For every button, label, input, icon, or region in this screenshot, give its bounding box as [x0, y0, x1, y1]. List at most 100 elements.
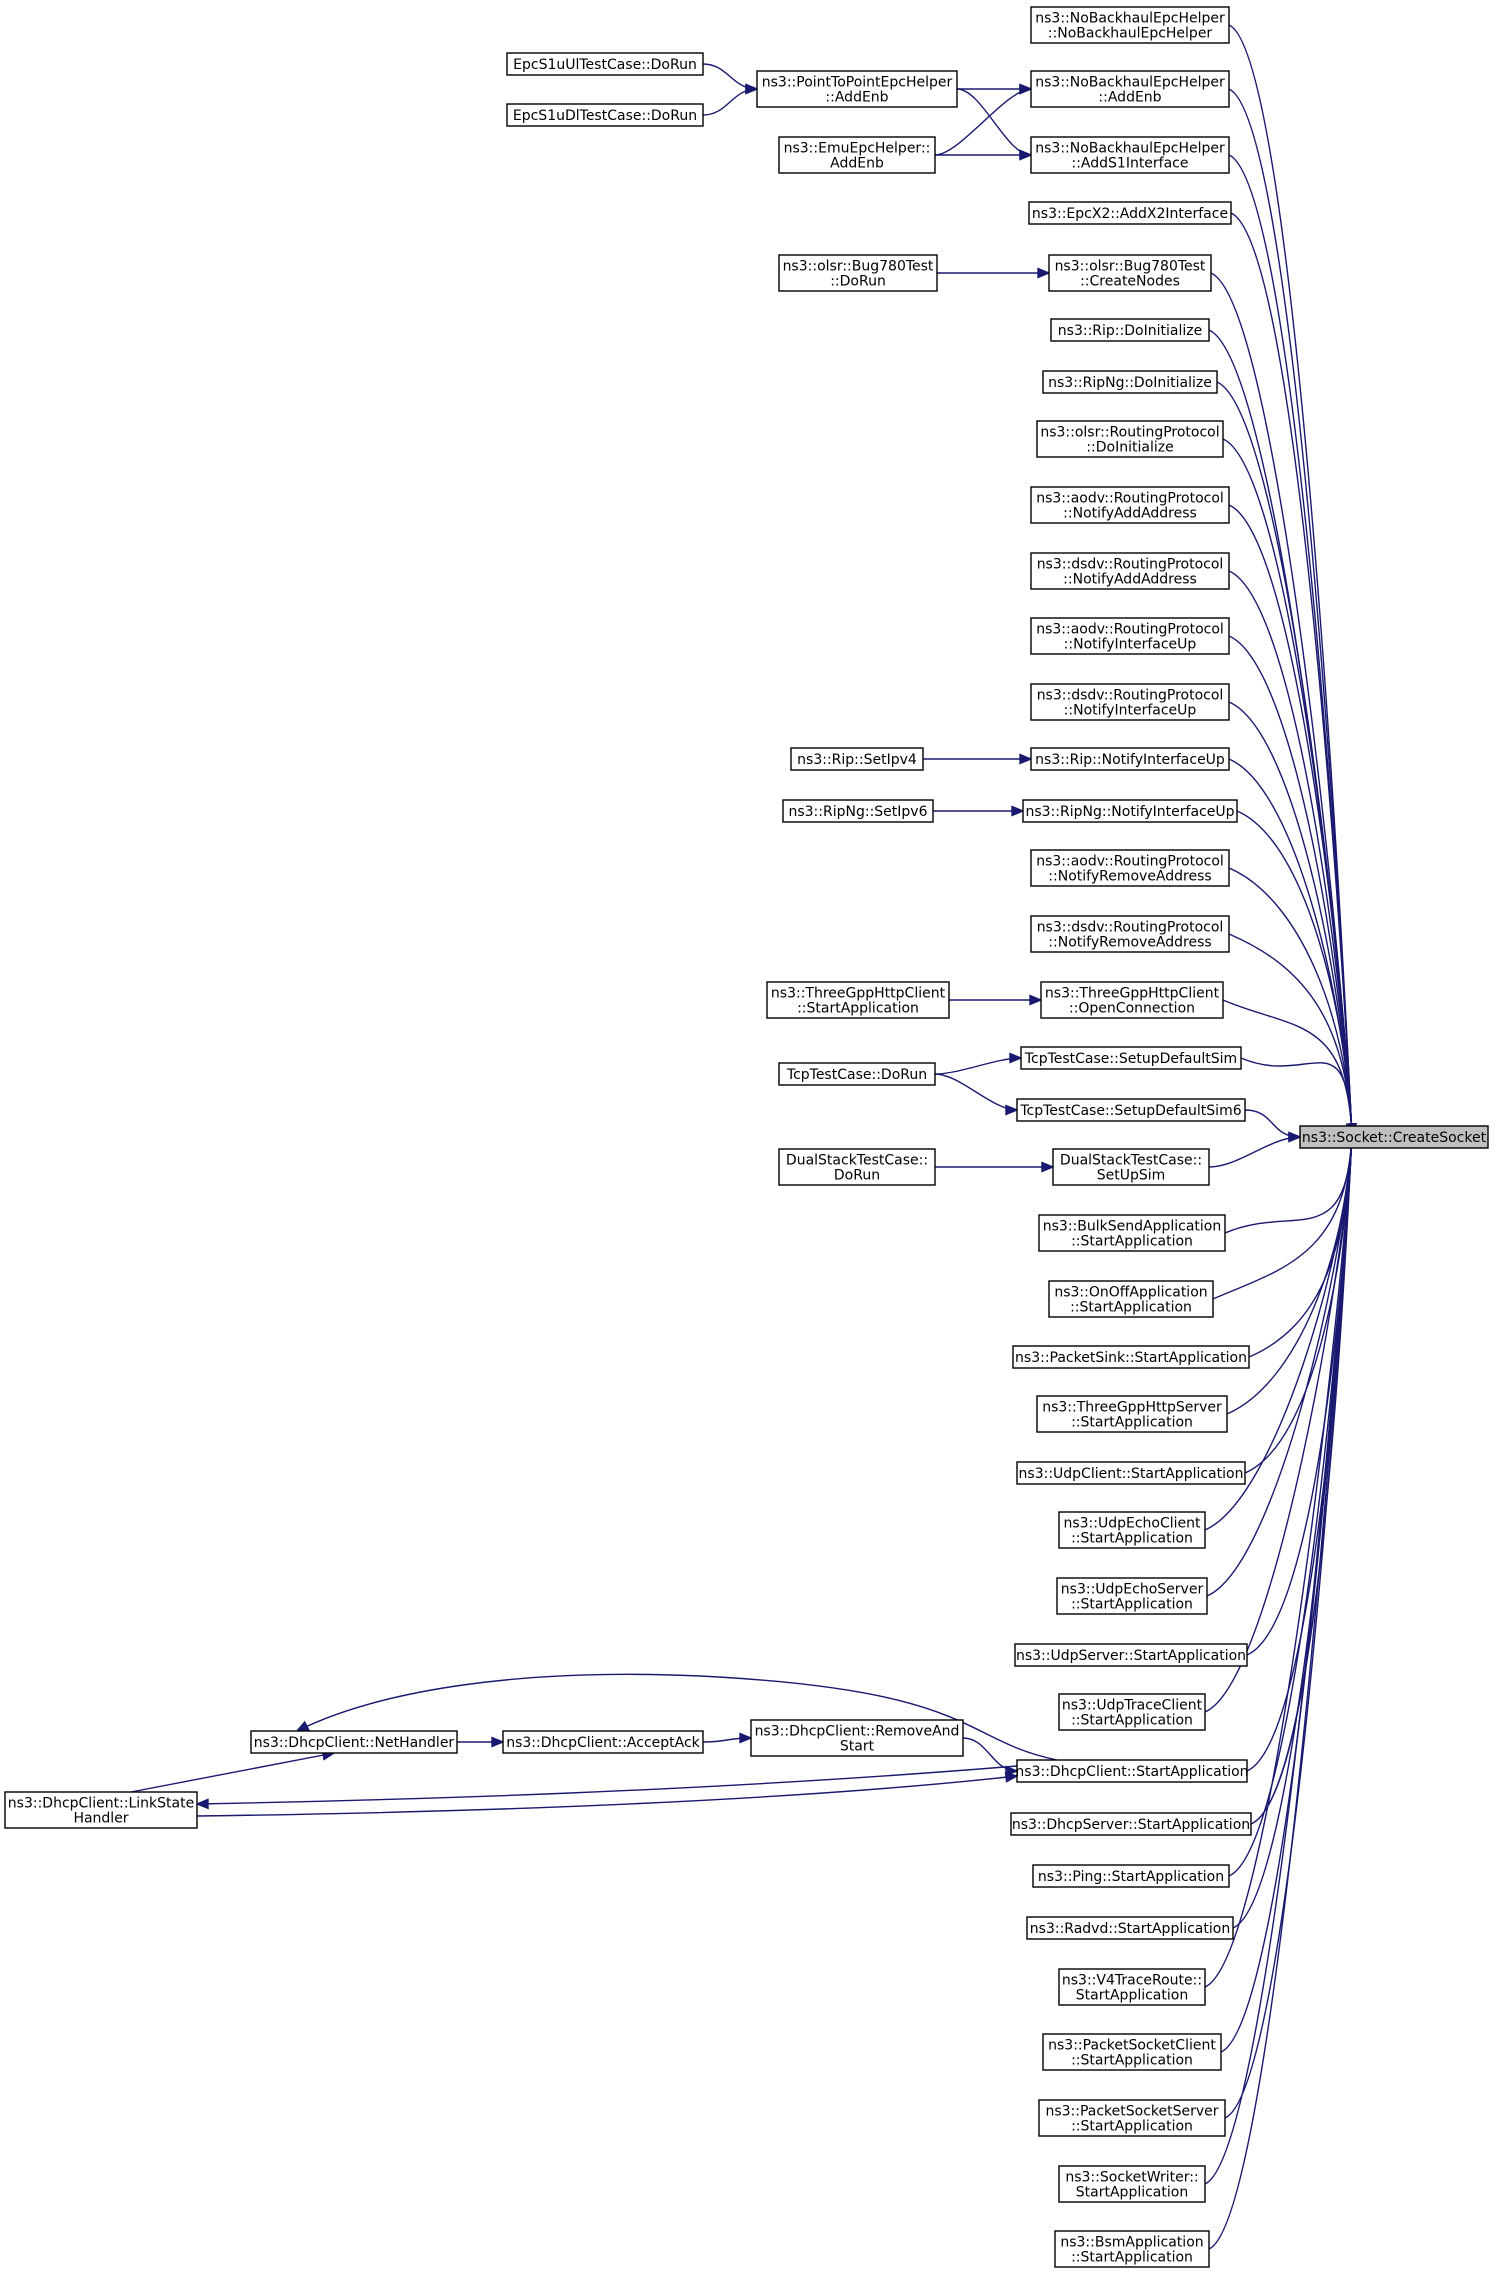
edge-path	[130, 1752, 335, 1793]
node-target[interactable]: ns3::Socket::CreateSocket	[1299, 1125, 1489, 1149]
node-udptrace[interactable]: ns3::UdpTraceClient::StartApplication	[1058, 1693, 1206, 1731]
edge-dhcpclient_start-to-dhcp_link	[195, 1765, 1018, 1810]
node-tcp_sim6[interactable]: TcpTestCase::SetupDefaultSim6	[1016, 1098, 1246, 1122]
node-echoclient[interactable]: ns3::UdpEchoClient::StartApplication	[1058, 1511, 1206, 1549]
node-label: ns3::olsr::Bug780Test	[783, 259, 934, 275]
node-ripng_init[interactable]: ns3::RipNg::DoInitialize	[1042, 370, 1218, 394]
node-box	[1299, 1125, 1489, 1149]
node-label: ::StartApplication	[1071, 2119, 1193, 2135]
node-ripng_up[interactable]: ns3::RipNg::NotifyInterfaceUp	[1022, 799, 1238, 823]
node-psclient[interactable]: ns3::PacketSocketClient::StartApplicatio…	[1042, 2033, 1222, 2071]
node-udpclient[interactable]: ns3::UdpClient::StartApplication	[1016, 1461, 1246, 1485]
node-box	[1038, 2099, 1226, 2137]
node-nb_helper[interactable]: ns3::NoBackhaulEpcHelper::NoBackhaulEpcH…	[1030, 6, 1230, 44]
node-p2p_addenb[interactable]: ns3::PointToPointEpcHelper::AddEnb	[756, 70, 958, 108]
node-aodv_add[interactable]: ns3::aodv::RoutingProtocol::NotifyAddAdd…	[1030, 486, 1230, 524]
node-dual_setup[interactable]: DualStackTestCase::SetUpSim	[1052, 1148, 1210, 1186]
node-label: ns3::UdpClient::StartApplication	[1019, 1466, 1244, 1482]
node-ripng_setipv6[interactable]: ns3::RipNg::SetIpv6	[782, 799, 934, 823]
node-label: ns3::DhcpClient::NetHandler	[254, 1735, 455, 1751]
node-dsdv_up[interactable]: ns3::dsdv::RoutingProtocol::NotifyInterf…	[1030, 683, 1230, 721]
node-label: ns3::V4TraceRoute::	[1062, 1973, 1202, 1989]
node-rip_up[interactable]: ns3::Rip::NotifyInterfaceUp	[1030, 747, 1230, 771]
node-box	[1058, 2165, 1206, 2203]
edge-arrowhead	[1011, 805, 1025, 817]
edge-p2p_addenb-to-nb_adds1	[956, 88, 1033, 161]
node-olsr_bug_create[interactable]: ns3::olsr::Bug780Test::CreateNodes	[1048, 254, 1212, 292]
node-dhcpserver_start[interactable]: ns3::DhcpServer::StartApplication	[1010, 1812, 1252, 1836]
edge-dhcp_link-to-dhcpclient_start	[196, 1771, 1019, 1817]
node-label: ::AddS1Interface	[1071, 156, 1188, 172]
node-bsm[interactable]: ns3::BsmApplication::StartApplication	[1054, 2230, 1210, 2268]
node-tcp_sim[interactable]: TcpTestCase::SetupDefaultSim	[1020, 1046, 1242, 1070]
node-label: DualStackTestCase::	[786, 1153, 928, 1169]
node-label: ::StartApplication	[1071, 1713, 1193, 1729]
node-label: ::StartApplication	[1071, 1415, 1193, 1431]
node-aodv_up[interactable]: ns3::aodv::RoutingProtocol::NotifyInterf…	[1030, 617, 1230, 655]
node-epcx2[interactable]: ns3::EpcX2::AddX2Interface	[1028, 201, 1232, 225]
node-label: ns3::dsdv::RoutingProtocol	[1037, 688, 1224, 704]
node-onoff[interactable]: ns3::OnOffApplication::StartApplication	[1048, 1280, 1214, 1318]
node-emu_addenb[interactable]: ns3::EmuEpcHelper::AddEnb	[778, 136, 936, 174]
node-olsr_bug_run[interactable]: ns3::olsr::Bug780Test::DoRun	[778, 254, 938, 292]
node-box	[750, 1719, 964, 1757]
node-sink[interactable]: ns3::PacketSink::StartApplication	[1012, 1345, 1250, 1369]
node-dhcp_net[interactable]: ns3::DhcpClient::NetHandler	[250, 1730, 458, 1754]
node-bulk[interactable]: ns3::BulkSendApplication::StartApplicati…	[1038, 1214, 1226, 1252]
node-label: ns3::Rip::DoInitialize	[1058, 323, 1202, 339]
node-radvd[interactable]: ns3::Radvd::StartApplication	[1026, 1916, 1234, 1940]
node-tcp_run[interactable]: TcpTestCase::DoRun	[778, 1062, 936, 1086]
node-label: ns3::OnOffApplication	[1054, 1285, 1207, 1301]
edge-path	[956, 88, 1032, 156]
node-nb_addenb[interactable]: ns3::NoBackhaulEpcHelper::AddEnb	[1030, 70, 1230, 108]
node-label: ns3::UdpEchoServer	[1061, 1582, 1204, 1598]
edge-path	[1204, 1134, 1353, 1713]
node-ul_run[interactable]: EpcS1uUlTestCase::DoRun	[506, 52, 704, 76]
node-box	[1058, 1968, 1206, 2006]
node-label: ns3::UdpServer::StartApplication	[1016, 1648, 1246, 1664]
node-v4trace[interactable]: ns3::V4TraceRoute::StartApplication	[1058, 1968, 1206, 2006]
node-label: ns3::NoBackhaulEpcHelper	[1035, 75, 1225, 91]
node-udpserver[interactable]: ns3::UdpServer::StartApplication	[1014, 1643, 1248, 1667]
node-label: ns3::PointToPointEpcHelper	[762, 75, 953, 91]
node-label: ns3::dsdv::RoutingProtocol	[1037, 557, 1224, 573]
node-ping[interactable]: ns3::Ping::StartApplication	[1032, 1864, 1230, 1888]
node-box	[1030, 552, 1230, 590]
node-label: ns3::UdpTraceClient	[1062, 1698, 1203, 1714]
node-dual_run[interactable]: DualStackTestCase::DoRun	[778, 1148, 936, 1186]
node-olsr_rp_init[interactable]: ns3::olsr::RoutingProtocol::DoInitialize	[1036, 420, 1224, 458]
node-tgpp_open[interactable]: ns3::ThreeGppHttpClient::OpenConnection	[1040, 981, 1224, 1019]
node-aodv_rm[interactable]: ns3::aodv::RoutingProtocol::NotifyRemove…	[1030, 849, 1230, 887]
edge-path	[1208, 1134, 1353, 2250]
node-box	[250, 1730, 458, 1754]
node-dsdv_add[interactable]: ns3::dsdv::RoutingProtocol::NotifyAddAdd…	[1030, 552, 1230, 590]
node-tgpp_start[interactable]: ns3::ThreeGppHttpClient::StartApplicatio…	[766, 981, 950, 1019]
node-nb_adds1[interactable]: ns3::NoBackhaulEpcHelper::AddS1Interface	[1030, 136, 1230, 174]
node-rip_setipv4[interactable]: ns3::Rip::SetIpv4	[790, 747, 924, 771]
edge-path	[1240, 1057, 1353, 1136]
node-box	[1010, 1812, 1252, 1836]
node-psserver[interactable]: ns3::PacketSocketServer::StartApplicatio…	[1038, 2099, 1226, 2137]
node-dhcp_accept[interactable]: ns3::DhcpClient::AcceptAck	[502, 1730, 704, 1754]
edge-psserver-to-target	[1224, 1133, 1357, 2119]
node-dsdv_rm[interactable]: ns3::dsdv::RoutingProtocol::NotifyRemove…	[1030, 915, 1230, 953]
node-tgpp_server[interactable]: ns3::ThreeGppHttpServer::StartApplicatio…	[1036, 1395, 1228, 1433]
node-dl_run[interactable]: EpcS1uDlTestCase::DoRun	[506, 103, 704, 127]
node-dhcpclient_start[interactable]: ns3::DhcpClient::StartApplication	[1015, 1759, 1249, 1783]
node-label: ::NotifyInterfaceUp	[1064, 637, 1197, 653]
node-label: EpcS1uUlTestCase::DoRun	[513, 57, 697, 73]
node-echoserver[interactable]: ns3::UdpEchoServer::StartApplication	[1056, 1577, 1208, 1615]
node-rip_init[interactable]: ns3::Rip::DoInitialize	[1050, 318, 1210, 342]
node-box	[756, 70, 958, 108]
node-sockwriter[interactable]: ns3::SocketWriter::StartApplication	[1058, 2165, 1206, 2203]
node-label: ::DoInitialize	[1086, 440, 1173, 456]
node-box	[1020, 1046, 1242, 1070]
node-label: DualStackTestCase::	[1060, 1153, 1202, 1169]
node-box	[766, 981, 950, 1019]
edge-dhcp_net-to-dhcp_accept	[456, 1736, 505, 1748]
node-label: ::NotifyRemoveAddress	[1048, 869, 1211, 885]
edge-path	[934, 1057, 1022, 1075]
node-box	[1050, 318, 1210, 342]
